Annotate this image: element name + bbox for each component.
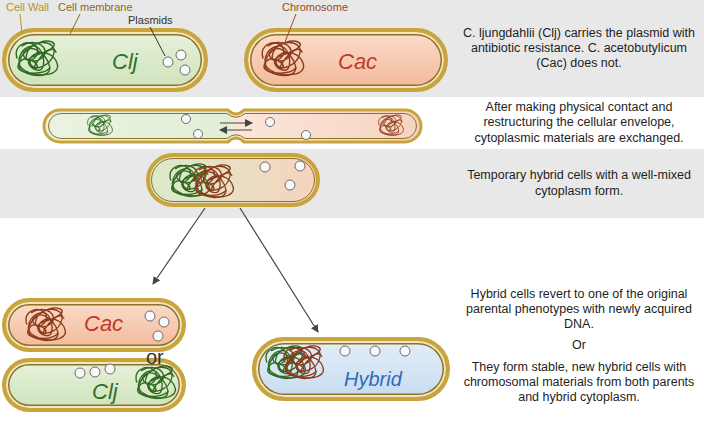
cell-name: Cac [338, 50, 377, 74]
row-band: Temporary hybrid cells with a well-mixed… [0, 149, 704, 218]
description-text: Temporary hybrid cells with a well-mixed… [460, 168, 698, 199]
part-label: Plasmids [128, 14, 173, 26]
description-text: Or [572, 338, 586, 353]
cell-name: Clj [92, 380, 118, 404]
description-text: They form stable, new hybrid cells with … [460, 360, 698, 406]
bacterial-cell: Cac [244, 28, 448, 92]
description-text: After making physical contact and restru… [460, 100, 698, 146]
bacterial-cell: Cac [2, 298, 186, 352]
description-group: C. ljungdahlii (Clj) carries the plasmid… [460, 0, 698, 97]
cell-name: Hybrid [344, 368, 402, 390]
or-label: or [146, 346, 164, 368]
part-label: Cell membrane [58, 1, 133, 13]
description-text: C. ljungdahlii (Clj) carries the plasmid… [460, 26, 698, 72]
description-group: After making physical contact and restru… [460, 99, 698, 147]
part-label: Cell Wall [6, 1, 49, 13]
bacterial-cell: Hybrid [252, 337, 450, 401]
row-band: After making physical contact and restru… [0, 99, 704, 147]
row-band: C. ljungdahlii (Clj) carries the plasmid… [0, 0, 704, 97]
description-text: Hybrid cells revert to one of the origin… [460, 287, 698, 333]
bacterial-cell: Clj [2, 28, 208, 92]
row-band: Hybrid cells revert to one of the origin… [0, 220, 704, 437]
description-group: Temporary hybrid cells with a well-mixed… [460, 149, 698, 218]
part-label: Chromosome [282, 1, 348, 13]
cell-name: Cac [84, 312, 123, 336]
description-group: Hybrid cells revert to one of the origin… [460, 286, 698, 406]
cell-name: Clj [112, 50, 138, 74]
